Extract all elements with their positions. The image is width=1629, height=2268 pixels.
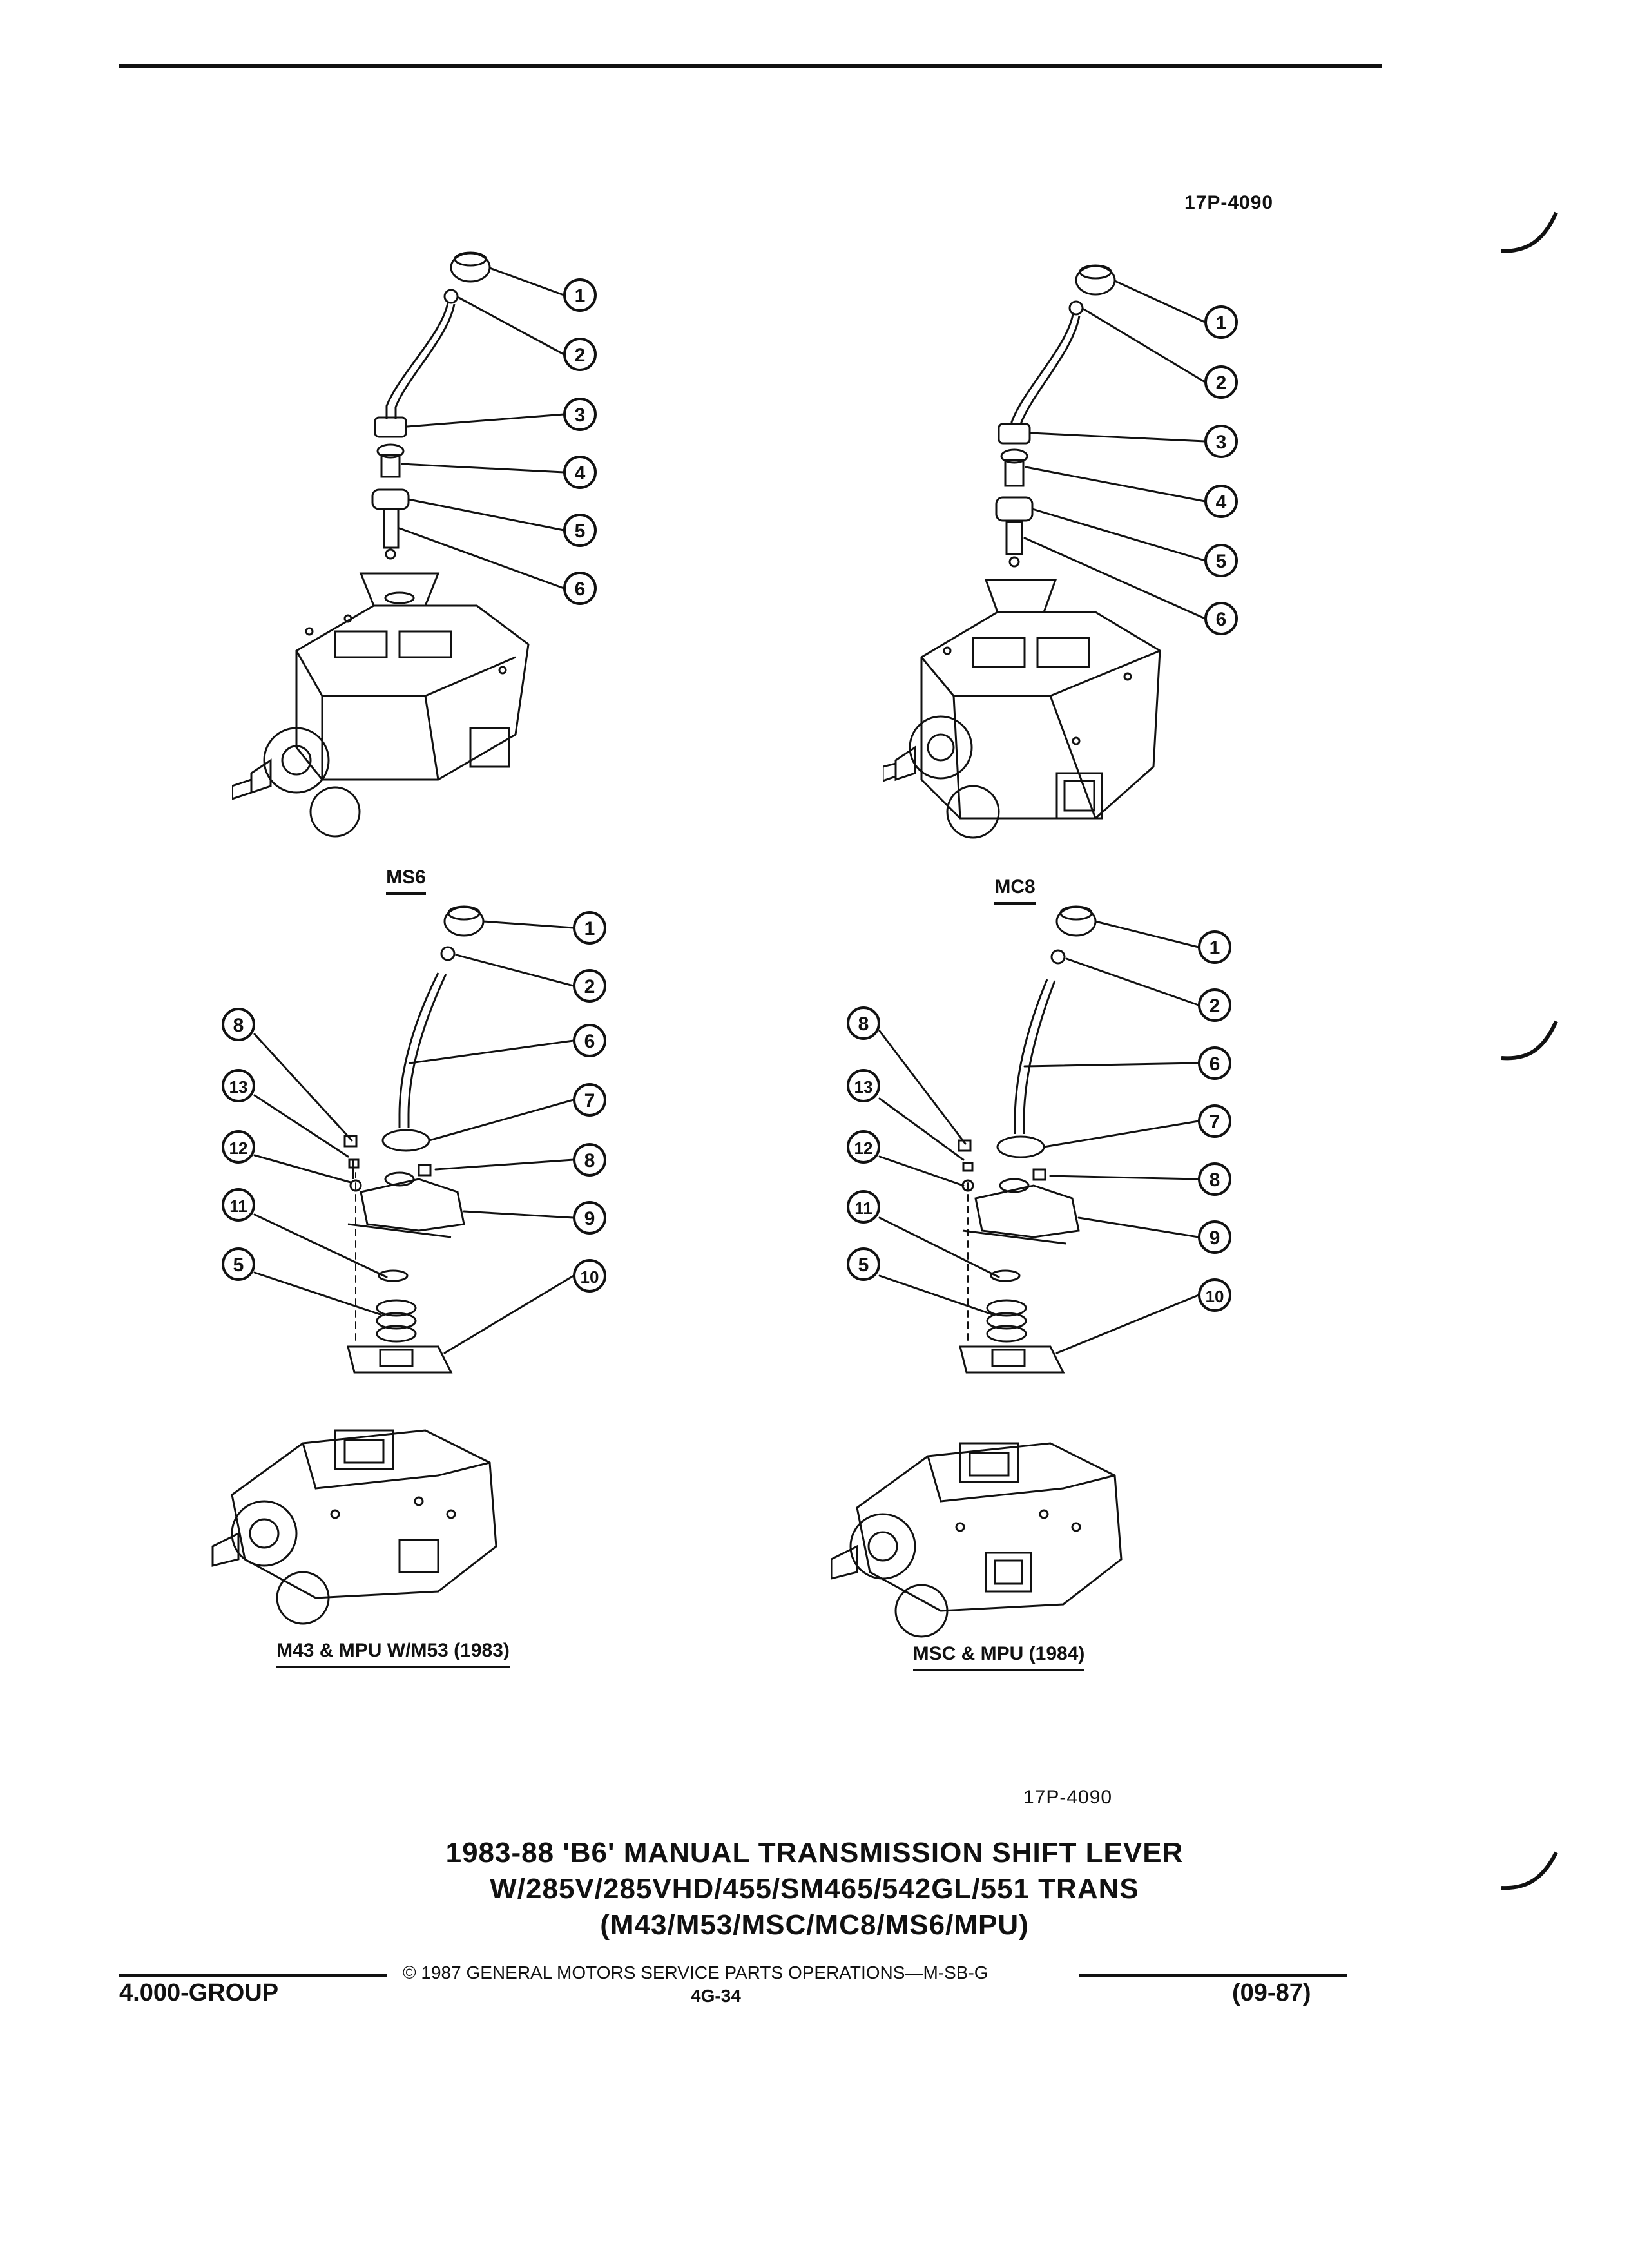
- footer-group: 4.000-GROUP: [119, 1979, 279, 2006]
- callout-label: 9: [1210, 1227, 1220, 1249]
- diagram-caption: MSC & MPU (1984): [883, 1643, 1115, 1671]
- callout-label: 10: [581, 1267, 599, 1287]
- callout-label: 9: [584, 1208, 595, 1229]
- callout-label: 3: [575, 405, 586, 426]
- m43-mpu-shift-lever-diagram: 1 2 6 7 8 9 10 8 13 12 11 5: [211, 905, 606, 1625]
- callout-label: 6: [1210, 1053, 1220, 1075]
- callout-label: 12: [854, 1139, 873, 1158]
- callout-label: 7: [1210, 1111, 1220, 1133]
- msc-mpu-shift-lever-diagram: 1 2 6 7 8 9 10 8 13 12 11 5: [831, 905, 1231, 1638]
- callout-label: 10: [1206, 1287, 1224, 1306]
- callout-label: 4: [575, 463, 586, 484]
- callout-label: 2: [584, 976, 595, 997]
- page-title: 1983-88 'B6' MANUAL TRANSMISSION SHIFT L…: [0, 1835, 1629, 1943]
- figure-number-bottom: 17P-4090: [1023, 1787, 1113, 1808]
- footer-date: (09-87): [1232, 1979, 1311, 2006]
- callout-label: 2: [575, 345, 586, 366]
- footer-rule-right: [1079, 1974, 1347, 1977]
- ms6-shift-lever-diagram: 1 2 3 4 5 6: [232, 251, 597, 838]
- footer-page-number: 4G-34: [691, 1986, 741, 2006]
- callout-label: 13: [229, 1077, 248, 1097]
- diagram-caption: MC8: [967, 876, 1063, 905]
- diagram-caption: MS6: [361, 867, 451, 895]
- title-line-2: W/285V/285VHD/455/SM465/542GL/551 TRANS: [490, 1873, 1139, 1905]
- title-line-1: 1983-88 'B6' MANUAL TRANSMISSION SHIFT L…: [445, 1837, 1184, 1869]
- callout-label: 5: [575, 521, 586, 542]
- callout-label: 5: [1216, 551, 1227, 572]
- callout-label: 12: [229, 1139, 248, 1158]
- copyright-notice: © 1987 GENERAL MOTORS SERVICE PARTS OPER…: [403, 1963, 988, 1983]
- callout-label: 7: [584, 1090, 595, 1111]
- callout-label: 11: [854, 1198, 872, 1218]
- callout-label: 8: [584, 1150, 595, 1171]
- title-line-3: (M43/M53/MSC/MC8/MS6/MPU): [600, 1909, 1029, 1941]
- footer-rule-left: [119, 1974, 387, 1977]
- callout-label: 1: [1210, 937, 1220, 959]
- callout-label: 3: [1216, 432, 1227, 453]
- callout-label: 2: [1216, 372, 1227, 394]
- callout-label: 5: [858, 1254, 869, 1276]
- callout-label: 13: [854, 1077, 873, 1097]
- callout-label: 6: [584, 1031, 595, 1052]
- callout-label: 1: [575, 285, 586, 307]
- mc8-shift-lever-diagram: 1 2 3 4 5 6: [883, 264, 1238, 839]
- callout-label: 5: [233, 1254, 244, 1276]
- callout-label: 1: [1216, 312, 1227, 334]
- callout-label: 8: [1210, 1169, 1220, 1191]
- diagram-caption: M43 & MPU W/M53 (1983): [245, 1640, 541, 1668]
- callout-label: 1: [584, 918, 595, 939]
- top-rule: [119, 64, 1382, 68]
- binder-marks: [1501, 211, 1558, 1890]
- callout-label: 8: [233, 1015, 244, 1036]
- callout-label: 6: [1216, 609, 1227, 630]
- callout-label: 2: [1210, 995, 1220, 1017]
- callout-label: 6: [575, 579, 586, 600]
- figure-number-top: 17P-4090: [1184, 192, 1274, 213]
- callout-label: 4: [1216, 492, 1227, 513]
- callout-label: 11: [229, 1196, 247, 1216]
- callout-label: 8: [858, 1014, 869, 1035]
